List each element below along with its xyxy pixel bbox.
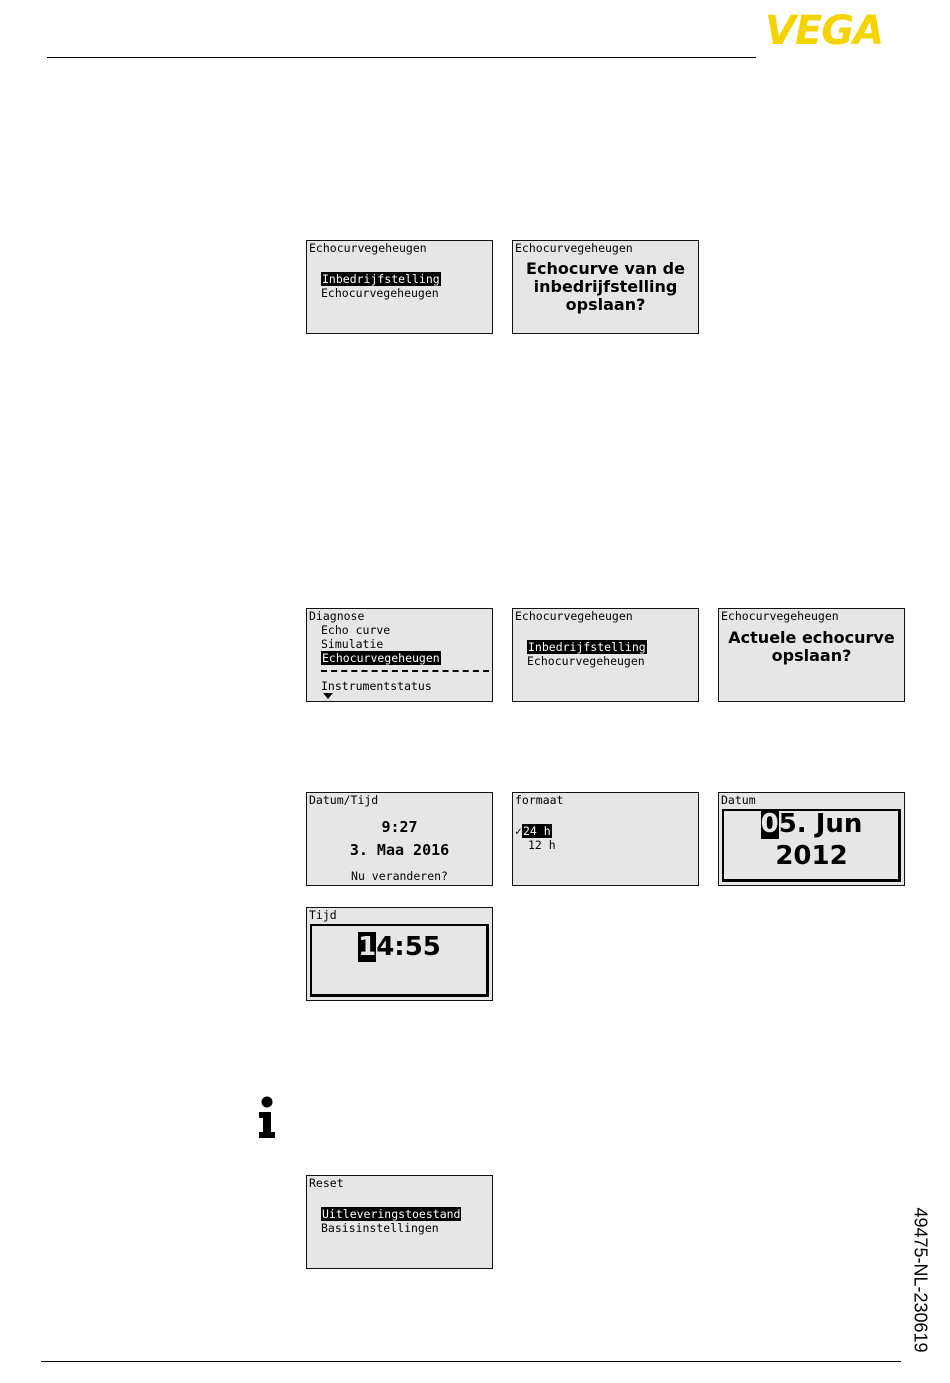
prompt-line: Echocurve van de	[526, 259, 685, 278]
prompt-line: opslaan?	[771, 646, 852, 665]
menu-item: Basisinstellingen	[321, 1221, 439, 1235]
menu-divider	[321, 670, 489, 672]
menu-item: 12 h	[528, 838, 556, 852]
menu-item-selected: Inbedrijfstelling	[321, 272, 441, 286]
display-echocurve-memory-menu: Echocurvegeheugen Inbedrijfstelling Echo…	[306, 240, 493, 334]
display-date-edit: Datum 05. Jun 2012	[718, 792, 905, 886]
display-diagnose-menu: Diagnose Echo curve Simulatie Echocurveg…	[306, 608, 493, 702]
arrow-down-icon	[323, 693, 333, 699]
time-edit-value[interactable]: 14:55	[358, 932, 441, 962]
screen-title: Echocurvegeheugen	[515, 609, 633, 623]
info-icon	[259, 1096, 275, 1138]
display-save-current-curve: Echocurvegeheugen Actuele echocurve opsl…	[718, 608, 905, 702]
menu-item: Simulatie	[321, 637, 384, 651]
display-time-format: formaat ✓24 h 12 h	[512, 792, 699, 886]
prompt-line: Actuele echocurve	[728, 628, 895, 647]
change-now-prompt[interactable]: Nu veranderen?	[351, 869, 448, 883]
vega-logo: VEGA	[765, 8, 884, 54]
menu-item-selected: Echocurvegeheugen	[321, 651, 441, 665]
date-edit-value[interactable]: 05. Jun	[760, 809, 863, 839]
menu-item: Echocurvegeheugen	[527, 654, 645, 668]
screen-title: Reset	[309, 1176, 344, 1190]
edit-cursor: 0	[760, 809, 779, 839]
display-time-edit: Tijd 14:55	[306, 907, 493, 1001]
screen-title: formaat	[515, 793, 564, 807]
footer-rule	[41, 1361, 901, 1362]
menu-item: Echo curve	[321, 623, 391, 637]
edit-cursor: 1	[358, 932, 377, 962]
screen-title: Echocurvegeheugen	[721, 609, 839, 623]
display-save-commissioning-curve: Echocurvegeheugen Echocurve van de inbed…	[512, 240, 699, 334]
screen-title: Tijd	[309, 908, 337, 922]
header-rule	[47, 57, 756, 58]
menu-item: Instrumentstatus	[321, 679, 432, 693]
display-date-time: Datum/Tijd 9:27 3. Maa 2016 Nu verandere…	[306, 792, 493, 886]
edit-frame	[310, 924, 489, 997]
document-code: 49475-NL-230619	[910, 1207, 931, 1353]
menu-item: Echocurvegeheugen	[321, 286, 439, 300]
year-edit-value[interactable]: 2012	[775, 841, 848, 871]
display-reset-menu: Reset Uitleveringstoestand Basisinstelli…	[306, 1175, 493, 1269]
menu-item-selected: ✓24 h	[515, 824, 552, 838]
edit-frame	[722, 809, 901, 882]
screen-title: Diagnose	[309, 609, 365, 623]
menu-item-selected: Uitleveringstoestand	[321, 1207, 462, 1221]
prompt-line: opslaan?	[565, 295, 646, 314]
date-value: 3. Maa 2016	[349, 841, 450, 859]
screen-title: Echocurvegeheugen	[309, 241, 427, 255]
time-value: 9:27	[381, 818, 418, 836]
display-echocurve-memory-menu: Echocurvegeheugen Inbedrijfstelling Echo…	[512, 608, 699, 702]
screen-title: Echocurvegeheugen	[515, 241, 633, 255]
check-icon: ✓	[515, 824, 522, 838]
menu-item-selected: Inbedrijfstelling	[527, 640, 647, 654]
screen-title: Datum/Tijd	[309, 793, 379, 807]
prompt-line: inbedrijfstelling	[533, 277, 678, 296]
screen-title: Datum	[721, 793, 756, 807]
